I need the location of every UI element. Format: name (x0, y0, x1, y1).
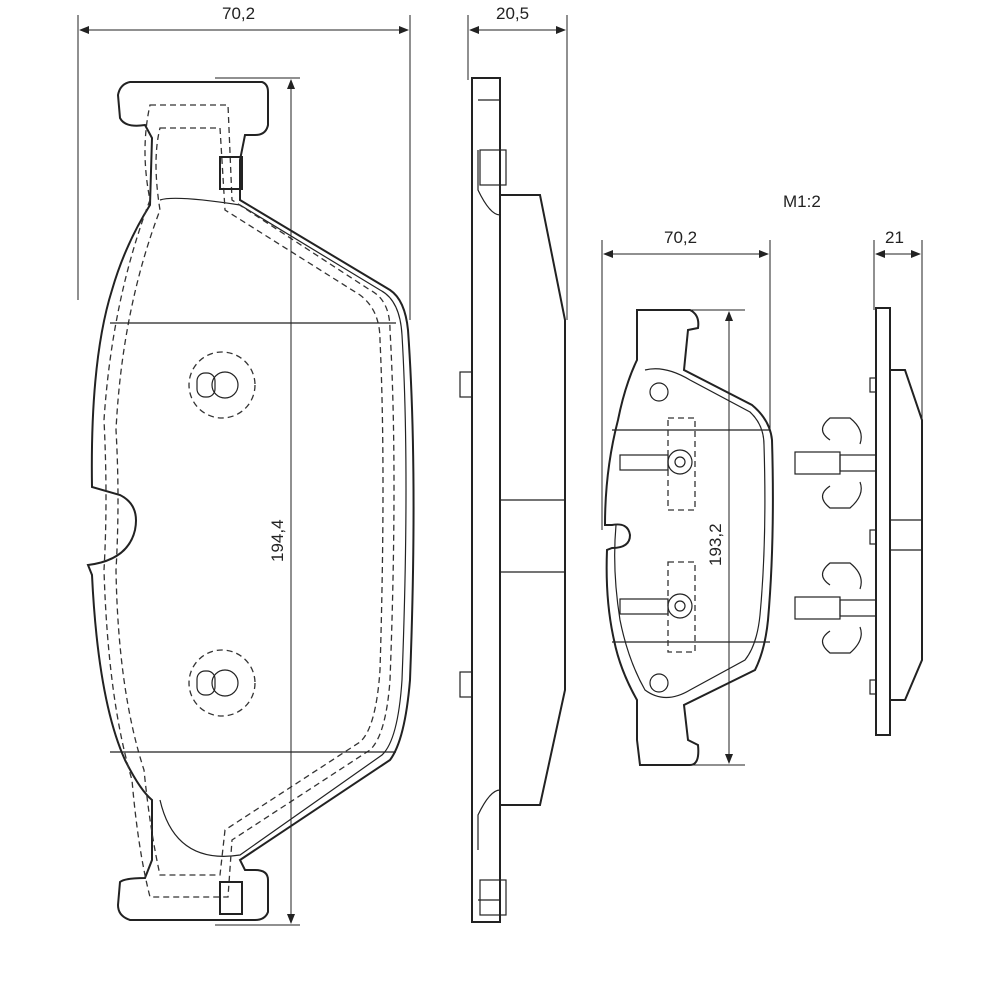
small-pad-front-view (603, 309, 774, 766)
small-pad-thickness-label: 21 (885, 228, 904, 247)
small-pad-width-label: 70,2 (664, 228, 698, 247)
large-pad-thickness-label: 20,5 (496, 4, 530, 23)
small-pad-side-view (794, 307, 923, 736)
dimension-lines (77, 15, 923, 926)
pin-lower (619, 561, 696, 653)
small-pad-height-label: 193,2 (706, 523, 725, 566)
scale-label: M1:2 (783, 192, 821, 211)
large-pad-height-label: 194,4 (268, 519, 287, 562)
pin-upper (619, 417, 696, 511)
spring-clip-lower (794, 562, 877, 654)
spring-clip-upper (794, 417, 877, 509)
large-pad-width-label: 70,2 (222, 4, 256, 23)
large-pad-front-view (86, 81, 415, 921)
large-pad-side-view (459, 77, 566, 923)
